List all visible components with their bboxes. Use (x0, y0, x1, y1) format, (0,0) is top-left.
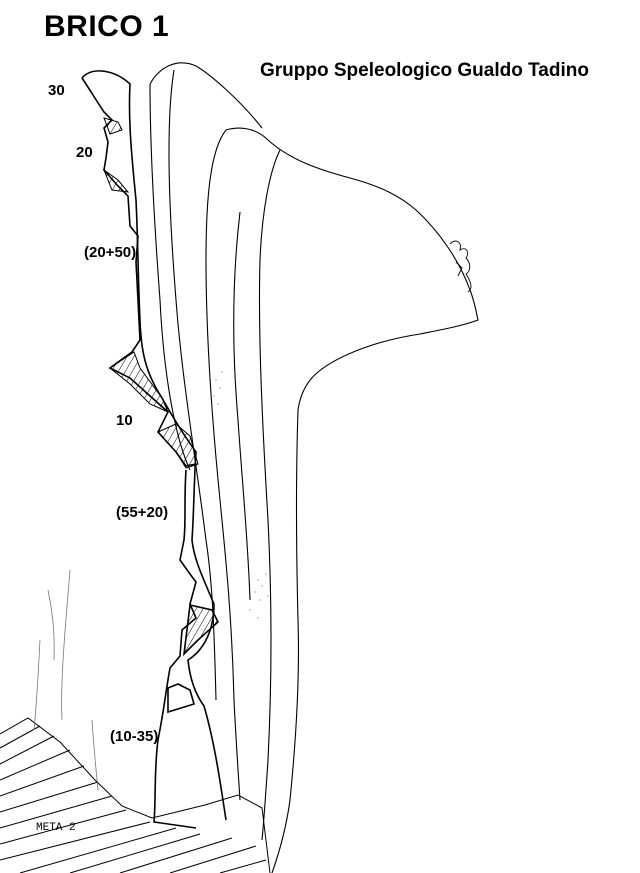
group-name: Gruppo Speleologico Gualdo Tadino (260, 60, 589, 81)
depth-label-1: 30 (48, 82, 65, 99)
wall-scribble (449, 240, 472, 293)
stipple-shading (213, 371, 269, 619)
depth-label-3: (20+50) (84, 244, 137, 261)
page-title: BRICO 1 (44, 10, 170, 43)
depth-label-2: 20 (76, 144, 93, 161)
shaft-profile (81, 70, 227, 829)
depth-label-4: 10 (116, 412, 133, 429)
wall-contours (149, 62, 479, 873)
left-wall-strokes (33, 569, 99, 791)
floor-hatching (0, 717, 271, 873)
meta-label: META 2 (36, 822, 76, 834)
depth-label-5: (55+20) (116, 504, 169, 521)
depth-label-6: (10-35) (110, 728, 159, 745)
ledge-hatching (102, 117, 199, 469)
